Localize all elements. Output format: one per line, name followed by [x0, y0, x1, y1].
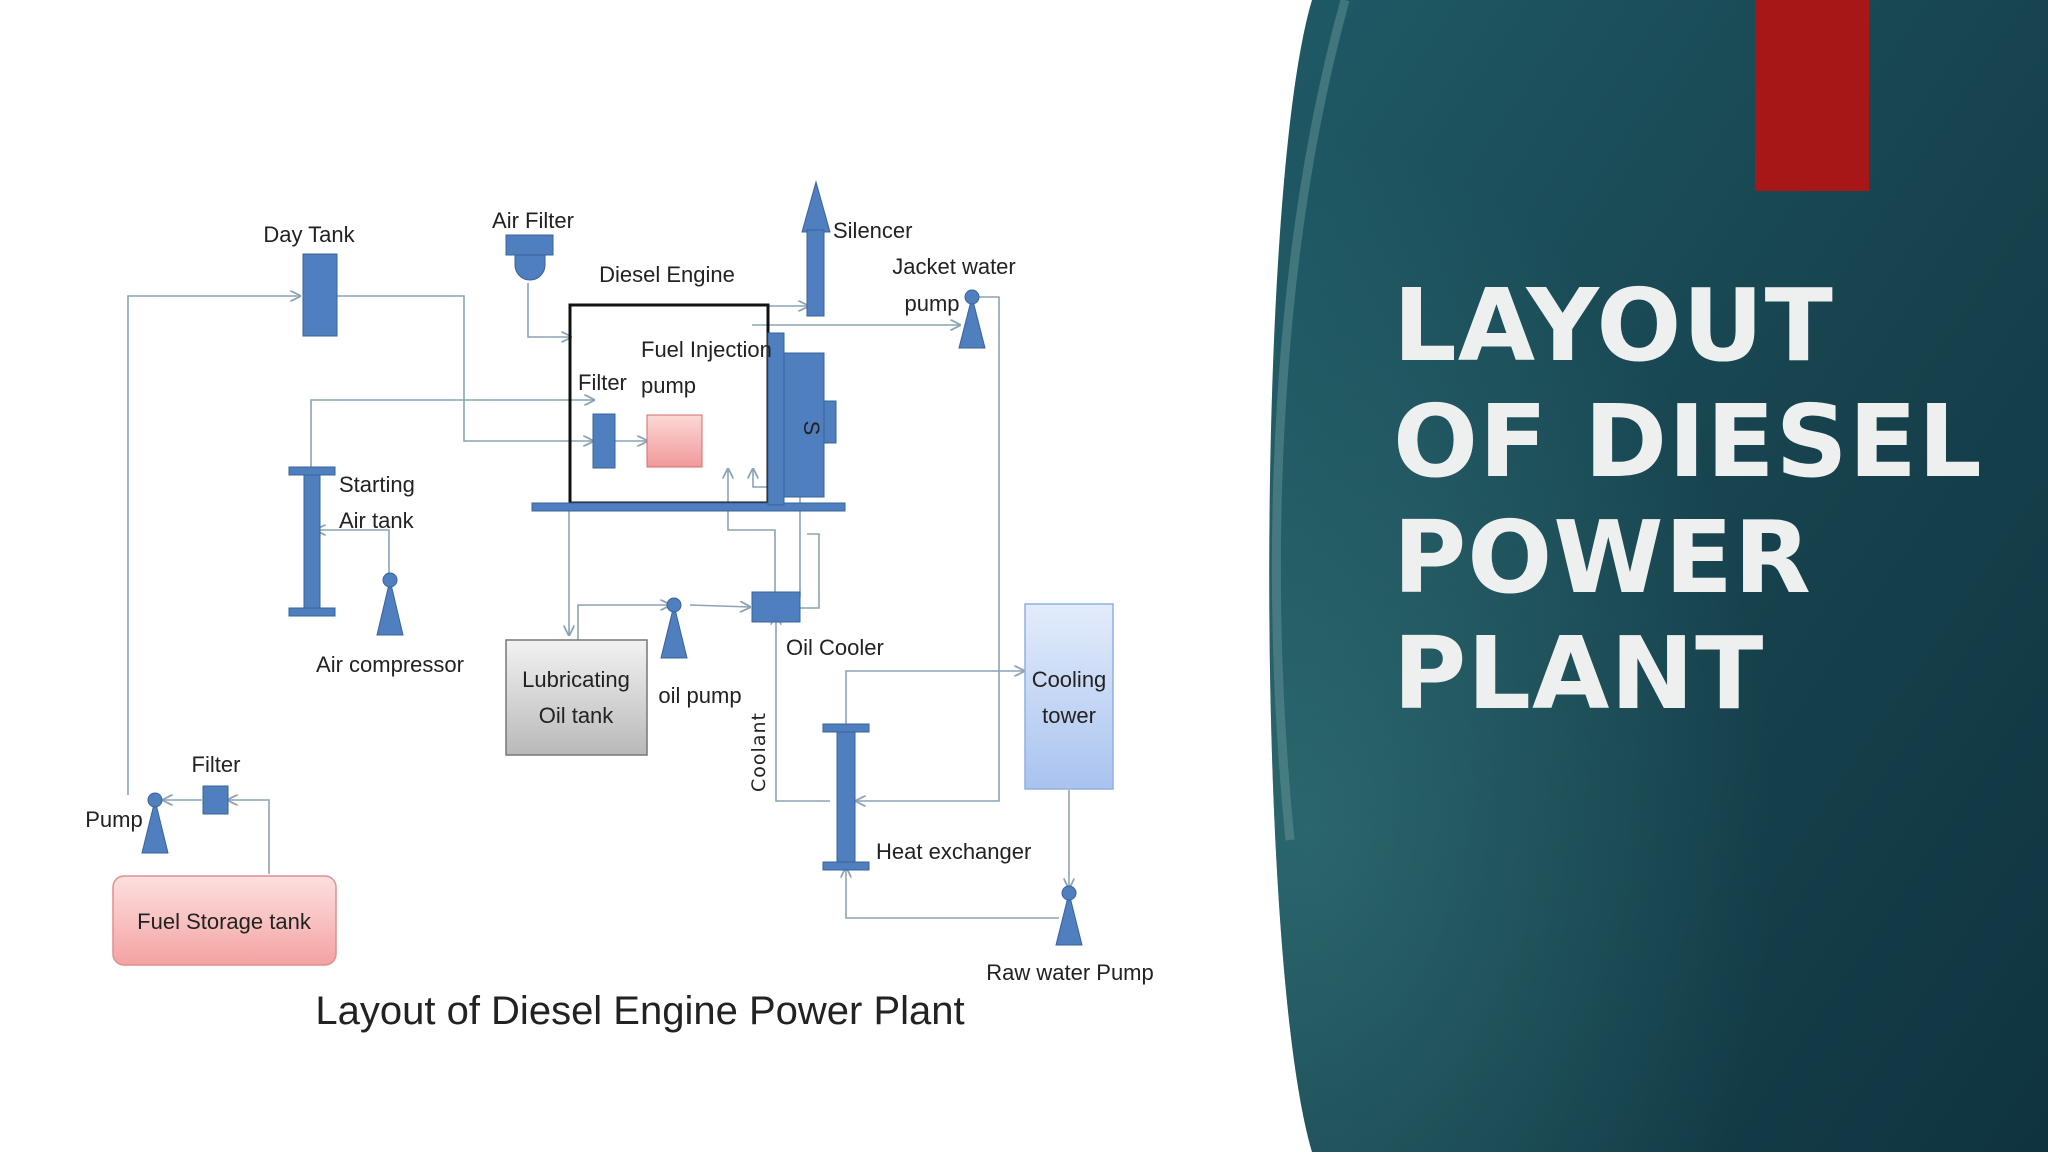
slide-title-line-2: OF DIESEL: [1393, 383, 1983, 500]
label-starting-air-l2: Air tank: [339, 508, 415, 533]
panel-accent-curve: [1271, 0, 1350, 841]
oil-pump-icon: [660, 597, 688, 659]
starting-air-tank-icon: [288, 466, 336, 617]
diagram: S: [85, 180, 1154, 1033]
label-coolant: Coolant: [748, 712, 770, 792]
label-lube-oil-l1: Lubricating: [522, 667, 630, 692]
label-air-compressor: Air compressor: [316, 652, 464, 677]
slide-title-line-4: PLANT: [1393, 615, 1765, 732]
air-filter-icon: [505, 234, 554, 281]
fuel-pump-icon: [141, 792, 169, 854]
label-heat-exchanger: Heat exchanger: [876, 839, 1031, 864]
title-panel: [1269, 0, 2048, 1152]
label-engine-filter: Filter: [578, 370, 627, 395]
label-pump: Pump: [85, 807, 142, 832]
heat-exchanger-icon: [822, 723, 870, 871]
label-diesel-engine: Diesel Engine: [599, 262, 735, 287]
fuel-storage-tank: [112, 875, 337, 966]
label-oil-cooler: Oil Cooler: [786, 635, 884, 660]
engine-base: [531, 502, 846, 512]
label-fuel-injection-l1: Fuel Injection: [641, 337, 772, 362]
label-cooling-tower-l1: Cooling: [1032, 667, 1107, 692]
fuel-injection-pump: [646, 414, 703, 468]
day-tank: [302, 253, 338, 337]
silencer-icon: [801, 180, 831, 317]
diesel-engine-block: [568, 303, 770, 505]
engine-filter: [592, 413, 616, 469]
fuel-filter: [202, 785, 229, 815]
label-oil-pump: oil pump: [658, 683, 741, 708]
label-lube-oil-l2: Oil tank: [539, 703, 615, 728]
diagram-labels: Day Tank Air Filter Silencer Diesel Engi…: [85, 208, 1154, 1033]
label-air-filter: Air Filter: [492, 208, 574, 233]
label-jacket-water-l1: Jacket water: [892, 254, 1016, 279]
lubricating-oil-tank: [505, 639, 648, 756]
jacket-water-pump-icon: [958, 289, 986, 349]
label-raw-water-pump: Raw water Pump: [986, 960, 1154, 985]
cooling-tower: [1024, 603, 1114, 790]
label-cooling-tower-l2: tower: [1042, 703, 1096, 728]
slide-title-line-3: POWER: [1393, 499, 1812, 616]
generator-shaft: [823, 400, 837, 444]
slide-title: LAYOUT OF DIESEL POWER PLANT: [1393, 268, 2033, 732]
accent-tab: [1755, 0, 1869, 191]
label-fuel-injection-l2: pump: [641, 373, 696, 398]
label-silencer: Silencer: [833, 218, 912, 243]
generator-mark: S: [799, 421, 824, 436]
raw-water-pump-icon: [1055, 885, 1083, 946]
slide-title-line-1: LAYOUT: [1393, 267, 1834, 384]
label-fuel-storage: Fuel Storage tank: [137, 909, 312, 934]
oil-cooler: [751, 591, 801, 623]
label-jacket-water-l2: pump: [904, 291, 959, 316]
label-starting-air-l1: Starting: [339, 472, 415, 497]
diagram-caption: Layout of Diesel Engine Power Plant: [315, 989, 964, 1033]
air-compressor-icon: [376, 572, 404, 636]
label-fuel-filter: Filter: [192, 752, 241, 777]
label-day-tank: Day Tank: [263, 222, 355, 247]
